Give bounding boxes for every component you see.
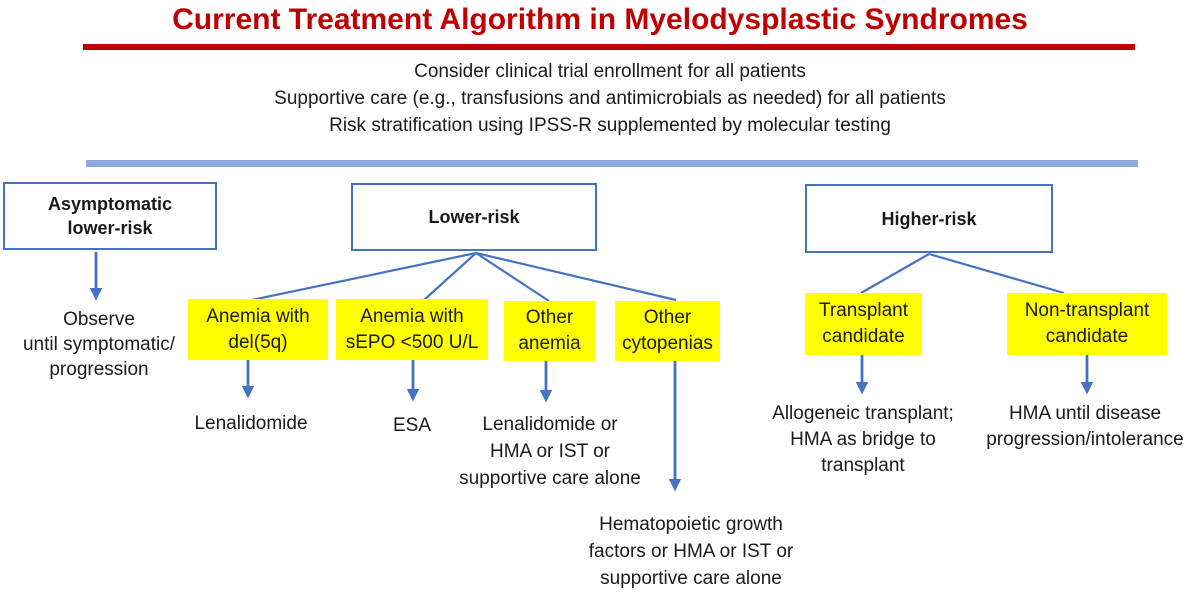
- section-divider-rule: [86, 160, 1138, 167]
- risk-box-asymptomatic-lower: Asymptomatic lower-risk: [3, 182, 217, 250]
- connector-lower-to-cytopenia: [475, 251, 677, 302]
- condition-box-anemia-sepo: Anemia with sEPO <500 U/L: [336, 299, 488, 360]
- treatment-lenalidomide: Lenalidomide: [194, 413, 308, 434]
- preamble-line-2: Supportive care (e.g., transfusions and …: [274, 88, 946, 109]
- connector-lower-to-sepo: [423, 252, 477, 301]
- preamble-line-1: Consider clinical trial enrollment for a…: [414, 61, 806, 82]
- condition-box-anemia-del5q: Anemia with del(5q): [188, 299, 328, 360]
- preamble-text: Consider clinical trial enrollment for a…: [10, 58, 1200, 139]
- condition-box-other-cytopenias: Other cytopenias: [615, 301, 720, 361]
- outcome-observe: Observe until symptomatic/ progression: [22, 309, 176, 380]
- treatment-growth-factors-hma-ist: Hematopoietic growth factors or HMA or I…: [588, 514, 794, 589]
- connector-higher-to-transplant: [860, 253, 930, 294]
- connector-lower-to-del5q: [246, 251, 477, 303]
- preamble-line-3: Risk stratification using IPSS-R supplem…: [329, 115, 891, 136]
- title-underline-rule: [83, 44, 1135, 50]
- connector-higher-to-nontransplant: [928, 252, 1065, 295]
- condition-box-nontransplant-candidate: Non-transplant candidate: [1007, 293, 1167, 355]
- condition-box-other-anemia: Other anemia: [504, 301, 595, 361]
- treatment-lenalidomide-hma-ist: Lenalidomide or HMA or IST or supportive…: [459, 414, 641, 489]
- page-title: Current Treatment Algorithm in Myelodysp…: [172, 3, 1028, 36]
- risk-box-higher: Higher-risk: [805, 184, 1053, 253]
- treatment-allogeneic-transplant: Allogeneic transplant; HMA as bridge to …: [772, 403, 954, 476]
- risk-box-lower: Lower-risk: [351, 183, 597, 251]
- condition-box-transplant-candidate: Transplant candidate: [805, 293, 922, 355]
- treatment-esa: ESA: [392, 415, 432, 436]
- connector-lower-to-anemia: [475, 252, 550, 302]
- treatment-hma-until-progression: HMA until disease progression/intoleranc…: [986, 403, 1184, 450]
